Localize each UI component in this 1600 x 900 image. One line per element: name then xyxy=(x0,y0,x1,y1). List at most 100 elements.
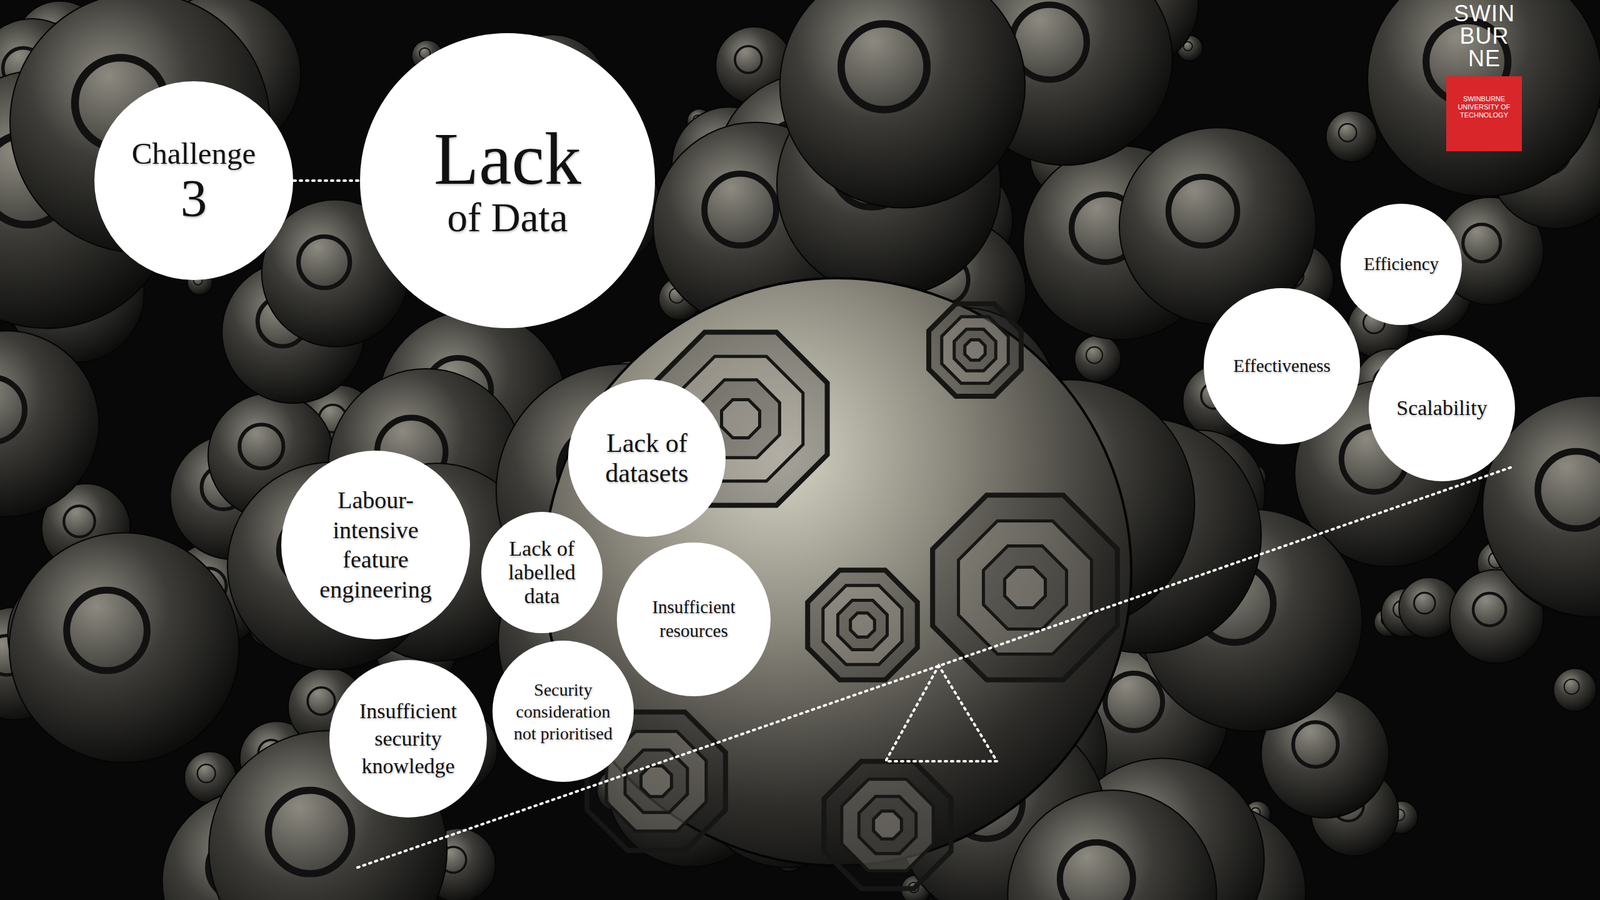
seesaw-beam xyxy=(357,467,1511,868)
challenge-circle: Lack of datasets xyxy=(567,378,727,538)
sphere-ring xyxy=(704,173,777,246)
circle-content: Insufficient security knowledge xyxy=(344,697,472,781)
tile-ring xyxy=(838,600,888,650)
tile-ring xyxy=(983,545,1067,629)
tile-octagon xyxy=(823,761,951,889)
circle-fill xyxy=(481,511,603,634)
circle-fill xyxy=(616,542,771,697)
sphere-ring xyxy=(63,505,95,537)
circle-text: Scalability xyxy=(1383,395,1502,420)
sphere-body xyxy=(1007,790,1217,900)
tile-ring xyxy=(1004,566,1045,608)
circle-content: Scalability xyxy=(1383,395,1502,420)
circle-fill xyxy=(1203,288,1360,445)
circle-outline xyxy=(616,541,772,697)
sphere-ring xyxy=(1168,176,1238,246)
circle-text: of Data xyxy=(388,196,626,239)
tile-ring xyxy=(841,779,934,871)
circle-content: Insufficient resources xyxy=(631,595,756,643)
dotted-connector xyxy=(293,179,360,182)
circle-content: Effectiveness xyxy=(1218,355,1345,377)
tile-ring xyxy=(850,613,875,638)
sphere xyxy=(1007,790,1217,900)
tile-ring xyxy=(858,796,916,854)
sphere-ring xyxy=(841,23,927,110)
challenge-circle: Security consideration not prioritised xyxy=(491,640,635,783)
sphere-body xyxy=(1553,668,1597,712)
tile-octagon xyxy=(932,495,1118,680)
circle-content: Lack of datasets xyxy=(583,428,710,489)
circle-content: Lackof Data xyxy=(388,122,626,239)
sphere-ring xyxy=(197,764,216,783)
logo-wordmark: SWIN BUR NE xyxy=(1448,2,1520,70)
circle-fill xyxy=(1340,203,1462,325)
circle-content: Challenge3 xyxy=(113,136,274,225)
circle-fill xyxy=(492,640,634,782)
circle-fill xyxy=(568,379,726,537)
challenge-circle: Scalability xyxy=(1368,334,1516,482)
tile-ring xyxy=(941,316,1009,384)
logo-caption: SWINBURNE UNIVERSITY OF TECHNOLOGY xyxy=(1450,95,1519,120)
circle-text: Lack of labelled data xyxy=(493,536,592,609)
circle-text: Insufficient resources xyxy=(631,595,756,643)
sphere-ring xyxy=(1086,346,1103,364)
tile-octagon xyxy=(928,303,1022,397)
challenge-circle: Lackof Data xyxy=(359,32,656,329)
sphere-ring xyxy=(1293,721,1339,767)
circle-text: Insufficient security knowledge xyxy=(344,697,472,781)
tile-ring xyxy=(958,521,1092,655)
sphere-ring xyxy=(268,790,352,874)
circle-fill xyxy=(329,660,487,818)
seesaw-fulcrum xyxy=(885,665,997,762)
tile-ring xyxy=(625,750,688,813)
sphere-body xyxy=(780,0,1025,208)
sphere xyxy=(780,0,1025,208)
tile-ring xyxy=(641,766,672,797)
tile-ring xyxy=(721,400,760,439)
sphere-ring xyxy=(1537,451,1600,529)
sphere xyxy=(1367,0,1600,197)
circle-text: 3 xyxy=(113,171,274,225)
sphere-ring xyxy=(1413,592,1435,614)
sphere-ring xyxy=(1463,224,1501,262)
sphere-ring xyxy=(66,590,148,671)
challenge-circle: Effectiveness xyxy=(1203,287,1361,445)
sphere xyxy=(1553,668,1597,712)
sphere-ring xyxy=(307,687,335,715)
sphere-body xyxy=(9,532,240,763)
tile-ring xyxy=(965,340,986,361)
central-sphere xyxy=(543,278,1132,889)
circle-text: Security consideration not prioritised xyxy=(506,678,620,745)
sphere-ring xyxy=(1564,679,1580,695)
sphere-body xyxy=(1367,0,1600,197)
challenge-circle: Lack of labelled data xyxy=(480,511,604,634)
circle-fill xyxy=(360,33,655,329)
circle-content: Security consideration not prioritised xyxy=(506,678,620,745)
challenge-circle: Insufficient resources xyxy=(616,541,772,697)
sphere-ring xyxy=(0,377,25,443)
sphere-body xyxy=(0,330,99,517)
tile-ring xyxy=(823,761,951,889)
circle-fill xyxy=(281,450,470,640)
circle-outline xyxy=(567,378,727,538)
logo-box xyxy=(1446,76,1522,152)
circle-text: Labour-intensive feature engineering xyxy=(299,485,452,605)
sphere-ring xyxy=(1105,673,1163,731)
challenge-circle: Insufficient security knowledge xyxy=(328,659,488,819)
tile-ring xyxy=(932,495,1118,680)
circle-fill xyxy=(1368,335,1515,482)
sphere xyxy=(0,330,99,517)
tile-ring xyxy=(823,585,902,665)
challenge-circle: Efficiency xyxy=(1340,203,1463,326)
sphere-ring xyxy=(1060,842,1134,900)
challenge-circle: Challenge3 xyxy=(93,80,294,281)
sphere xyxy=(1074,335,1122,383)
sphere-body xyxy=(1074,335,1122,383)
sphere-body xyxy=(1326,111,1378,163)
circle-outline xyxy=(280,450,471,640)
sphere-ring xyxy=(239,424,284,469)
circle-text: Efficiency xyxy=(1352,253,1451,275)
tile-octagon xyxy=(807,570,918,680)
circle-text: Challenge xyxy=(113,136,274,172)
sphere-ring xyxy=(1473,593,1506,626)
